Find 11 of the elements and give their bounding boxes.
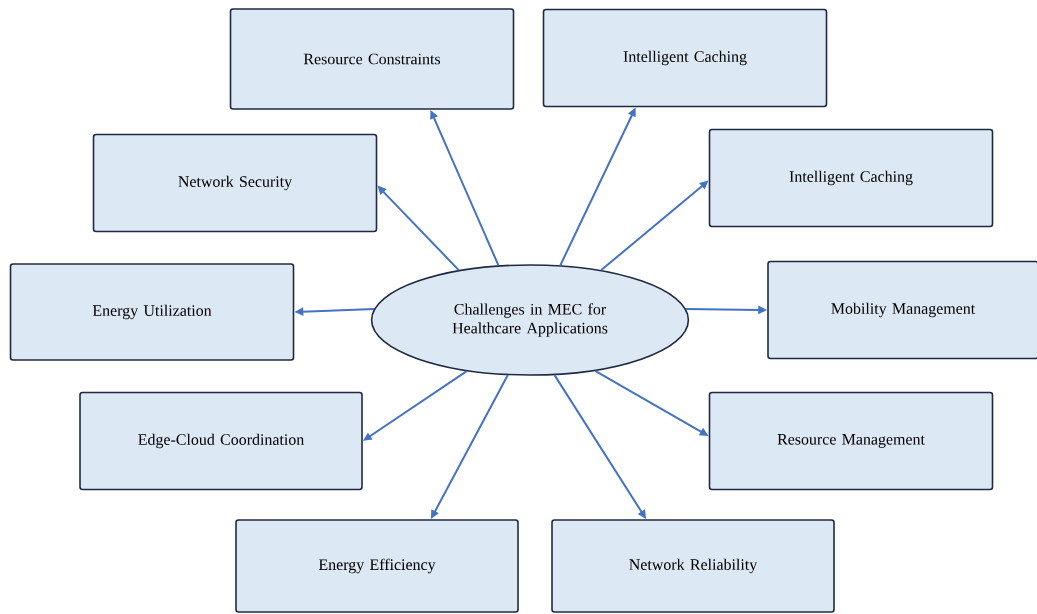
challenge-box: Network Security xyxy=(92,133,378,233)
ellipse-node: Challenges in MEC for Healthcare Applications xyxy=(370,264,690,376)
challenge-box: Network Reliability xyxy=(551,519,835,613)
challenge-box: Intelligent Caching xyxy=(542,8,828,108)
challenge-box: Mobility Management xyxy=(767,260,1037,360)
challenge-box: Edge-Cloud Coordination xyxy=(79,391,363,491)
challenge-box: Resource Management xyxy=(708,391,994,491)
challenge-box: Energy Utilization xyxy=(9,263,295,361)
challenge-box: Energy Efficiency xyxy=(235,519,519,613)
challenge-box: Intelligent Caching xyxy=(708,128,994,228)
challenge-box: Resource Constraints xyxy=(229,8,515,110)
